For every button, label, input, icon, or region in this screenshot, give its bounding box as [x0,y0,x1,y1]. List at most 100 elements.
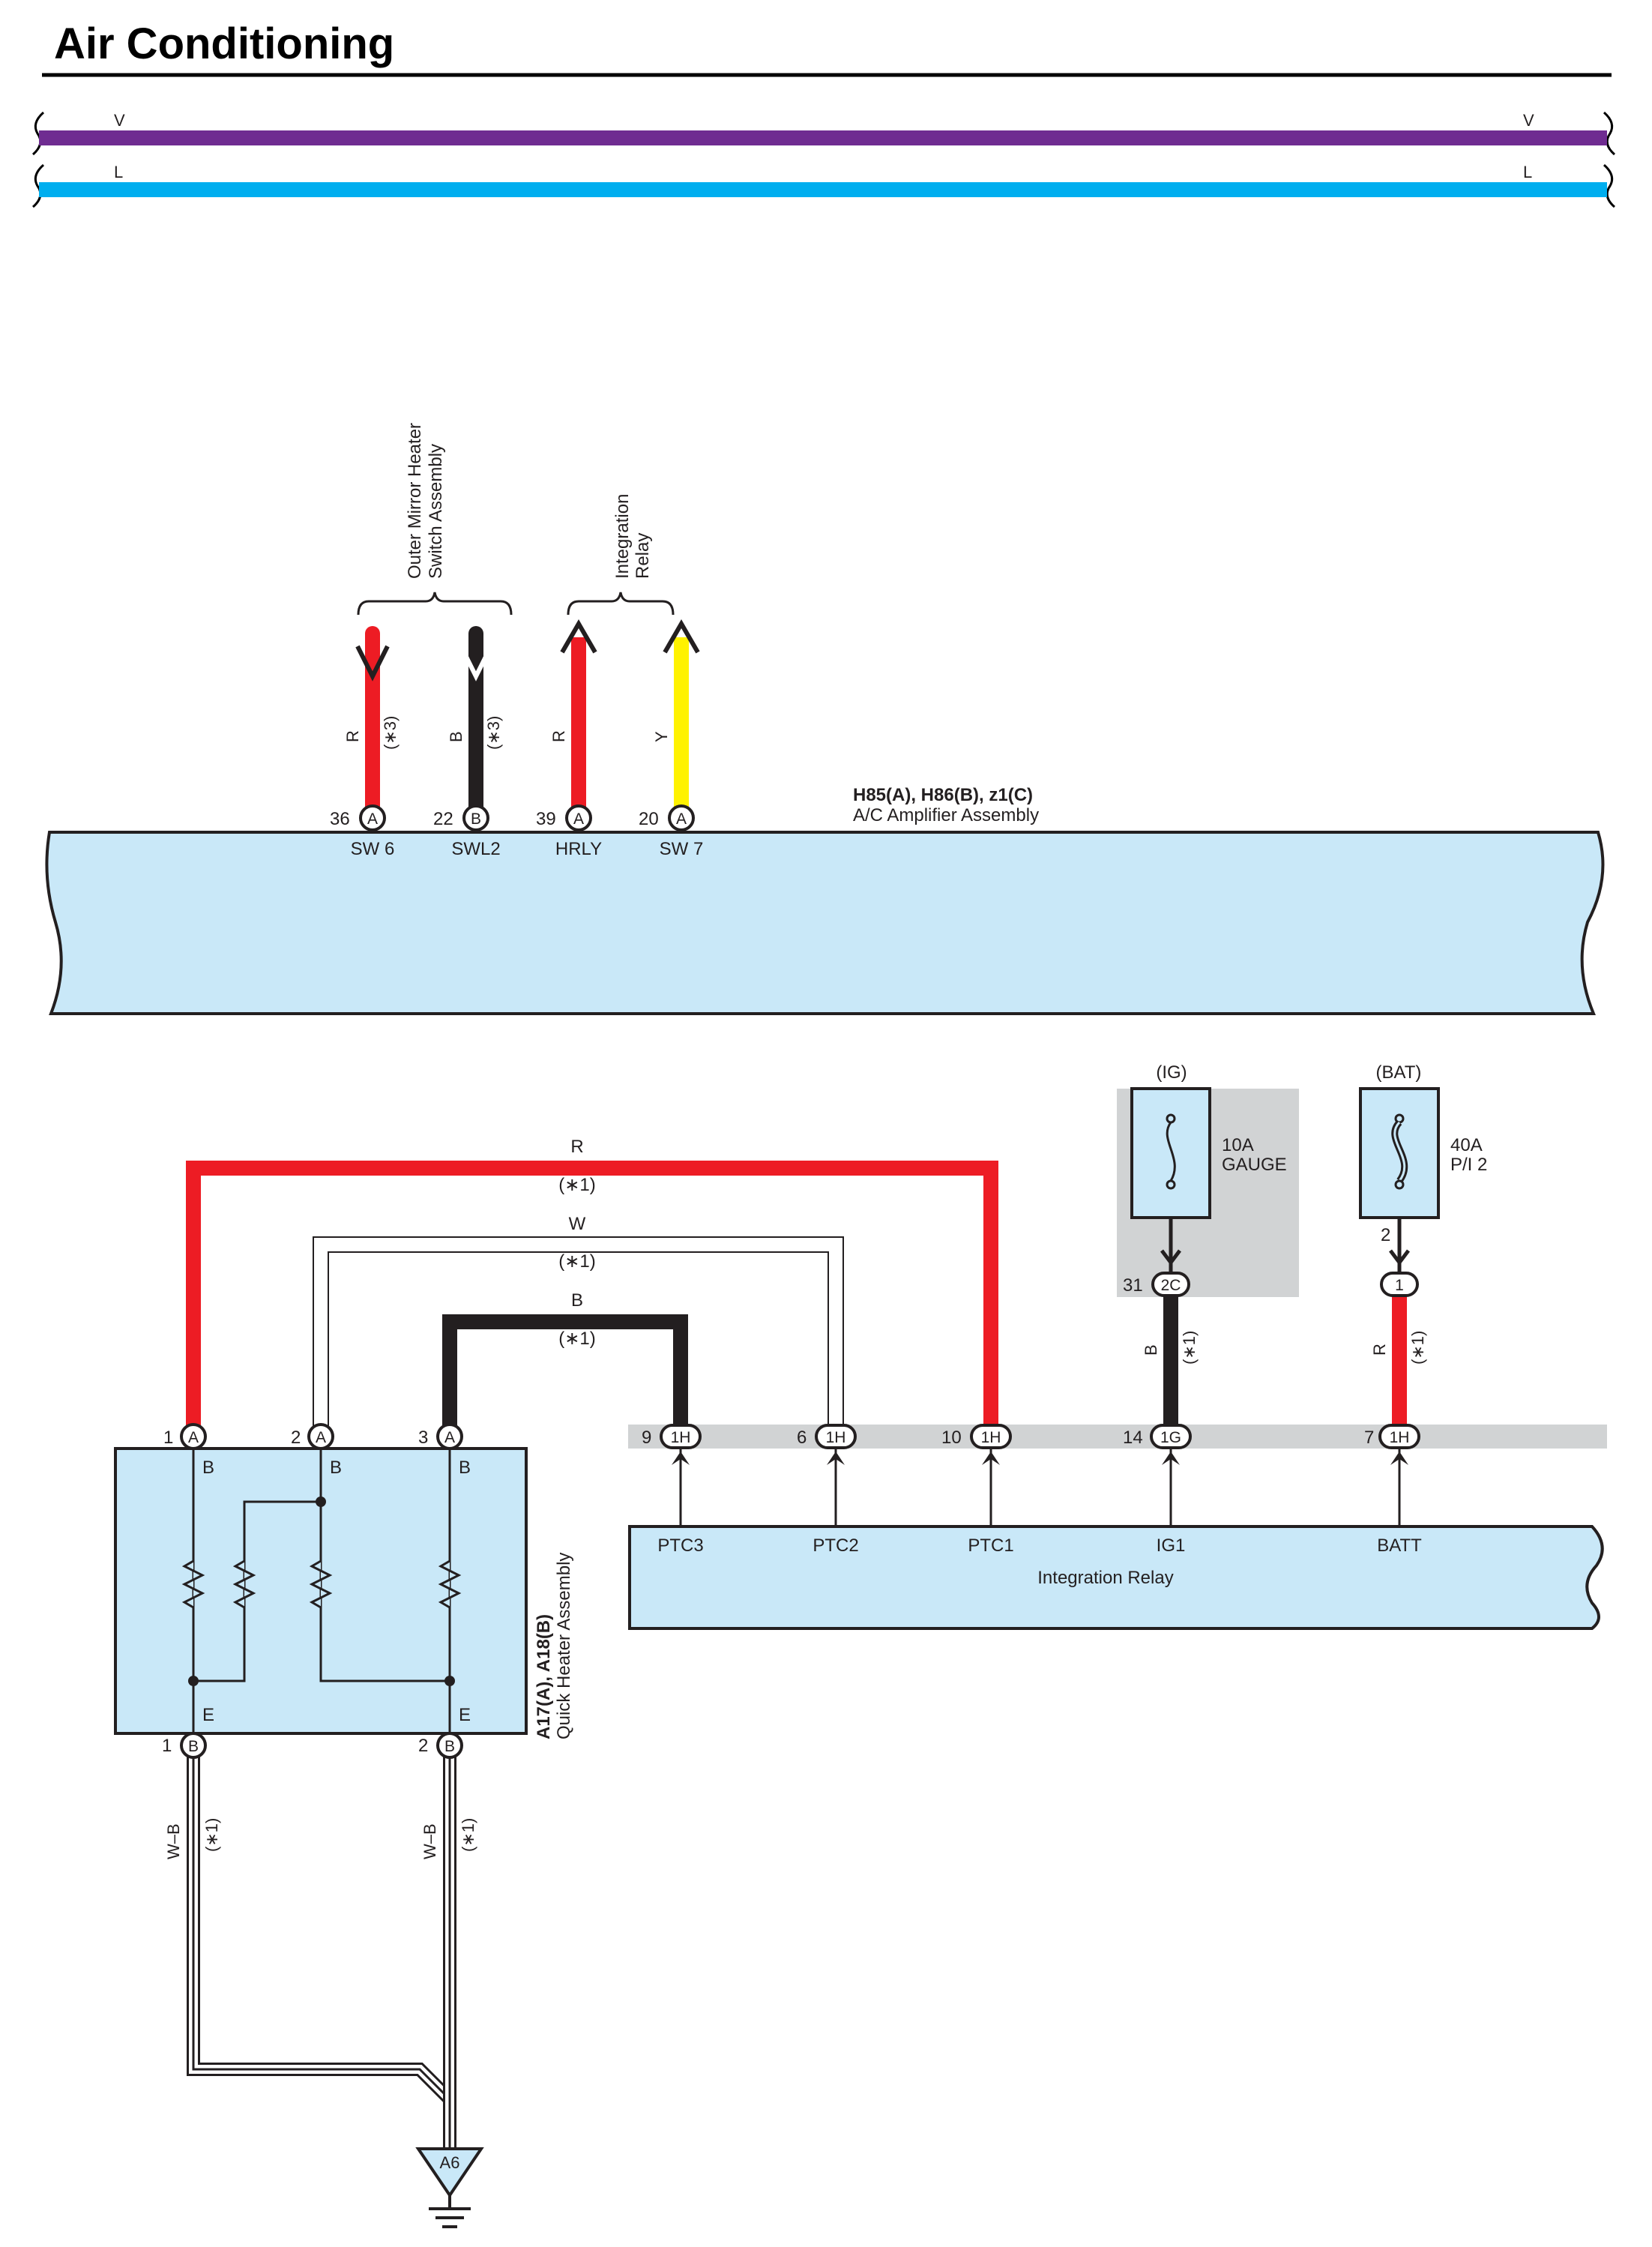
relay-arrow-ptc2 [827,1452,845,1465]
ig-fuse-arrow [1160,1249,1181,1266]
heater-pin-number: 1 [163,1428,173,1448]
bat-fuse-box [1359,1087,1440,1219]
amplifier-connectors: H85(A), H86(B), z1(C) [853,785,1033,805]
heater-pin-conn: A [316,1429,326,1446]
amp-pin-36: 36 A SW 6 [330,804,395,859]
heater-pin-circle [307,1423,334,1450]
integration-relay-ref-label-1: Integration [612,494,633,579]
heater-pin-conn: B [188,1738,199,1755]
outer-mirror-label-2: Switch Assembly [426,444,446,579]
heater-resistor-4 [438,1555,462,1612]
amp-pin-39: 39 A HRLY [536,804,602,859]
integration-relay-ref-label-2: Relay [633,533,653,579]
amp-arrow-sw6 [355,645,390,682]
ig-source-label: (IG) [1156,1062,1187,1083]
ig-conn-2c [1151,1272,1190,1297]
jumper-wire-b [442,1314,688,1432]
amp-pin-conn: B [471,810,481,828]
amp-pin-number: 36 [330,809,350,829]
heater-pin-bottom-2-label: E [459,1705,471,1725]
amp-pin-number: 20 [639,809,659,829]
relay-pin-name: IG1 [1157,1535,1186,1556]
heater-resistor-3 [309,1555,333,1612]
heater-junction-top [316,1497,326,1507]
ig-fuse-name: GAUGE [1222,1155,1287,1175]
amplifier-body [45,831,1605,1015]
amp-pin-circle [359,804,386,831]
heater-pin-circle [180,1732,207,1759]
amp-pin-conn: A [676,810,687,828]
amp-pin-name: SW 7 [660,839,704,859]
amplifier-name: A/C Amplifier Assembly [853,805,1039,825]
bus-wire-l-label-right: L [1523,163,1532,181]
relay-pin-6: 6 1H PTC2 [797,1424,859,1556]
jumper-wire-w-code: W [569,1214,586,1234]
relay-pin-number: 7 [1364,1428,1374,1448]
bat-fuse-terminal-bottom [1394,1179,1405,1190]
heater-junction-left [188,1676,199,1686]
amp-pin-name: SW 6 [351,839,395,859]
jumper-wire-r-note: (∗1) [558,1175,595,1195]
amp-pin-number: 22 [433,809,453,829]
heater-pin-top-3: 3 A B [418,1423,471,1478]
bus-break-right-2 [1603,163,1616,208]
jumper-wire-w-note: (∗1) [558,1251,595,1272]
relay-leads [672,1447,1408,1526]
ground-wire-1 [189,1754,454,2159]
relay-connector-strip [628,1425,1607,1449]
relay-arrow-ig1 [1162,1452,1180,1465]
amp-pin-conn: A [367,810,378,828]
relay-arrow-batt [1390,1452,1408,1465]
ig1-wire-code: B [1142,1344,1160,1356]
relay-name: Integration Relay [1037,1568,1173,1588]
relay-pin-number: 6 [797,1428,807,1448]
heater-name: Quick Heater Assembly [554,1553,574,1739]
bat-conn-1-label: 1 [1395,1277,1404,1294]
ig-fuse-box [1130,1087,1211,1219]
batt-wire-code: R [1370,1344,1389,1356]
heater-junction-right [444,1676,455,1686]
ground-wire-1-note: (∗1) [202,1818,221,1852]
relay-pin-number: 9 [642,1428,651,1448]
heater-pin-number: 3 [418,1428,428,1448]
heater-pin-label: B [202,1458,214,1478]
bus-break-left-2 [31,163,45,208]
relay-arrow-ptc1 [982,1452,1000,1465]
heater-pin-top-1: 1 A B [163,1423,214,1478]
ground-wire-2-note: (∗1) [459,1818,477,1852]
bat-fuse-name: P/I 2 [1450,1155,1487,1175]
relay-pin-number: 14 [1123,1428,1143,1448]
relay-pin-7: 7 1H BATT [1364,1424,1422,1556]
relay-body [628,1525,1604,1630]
relay-pin-conn: 1H [981,1429,1001,1446]
top-bus: V V L L [31,111,1616,208]
bus-wire-v-label-right: V [1523,111,1534,130]
bat-source-label: (BAT) [1376,1062,1422,1083]
batt-wire-note: (∗1) [1408,1331,1427,1365]
relay-pin-name: BATT [1377,1535,1422,1556]
amp-pin-name: HRLY [555,839,602,859]
amp-arrow-sw7 [663,619,700,654]
relay-pin-oval [1378,1424,1420,1449]
bat-fuse-icon-inner [1393,1121,1406,1182]
ground-symbol: A6 [415,2147,484,2228]
ig-fuse-terminal-bottom [1166,1179,1176,1190]
jumper-wire-b-note: (∗1) [558,1329,595,1349]
ground-wire-2-code: W–B [420,1823,439,1859]
relay-pin-10: 10 1H PTC1 [941,1424,1014,1556]
integration-relay-brace [567,592,675,616]
jumper-wire-r [186,1161,998,1432]
heater-pin-number: 2 [291,1428,301,1448]
relay-pin-oval [815,1424,857,1449]
heater-resistor-2 [232,1555,256,1612]
relay-pin-oval [1150,1424,1192,1449]
amp-pin-conn: A [573,810,584,828]
amp-pin-circle [668,804,695,831]
heater-connectors: A17(A), A18(B) [534,1614,554,1739]
heater-pin-circle [436,1732,463,1759]
heater-pin-bottom-1-label: E [202,1705,214,1725]
amp-wire-swl2-note: (∗3) [484,716,503,750]
relay-arrow-ptc3 [672,1452,690,1465]
heater-pin-bottom-2: 2 B [418,1732,463,1759]
outer-mirror-label-1: Outer Mirror Heater [405,423,425,579]
